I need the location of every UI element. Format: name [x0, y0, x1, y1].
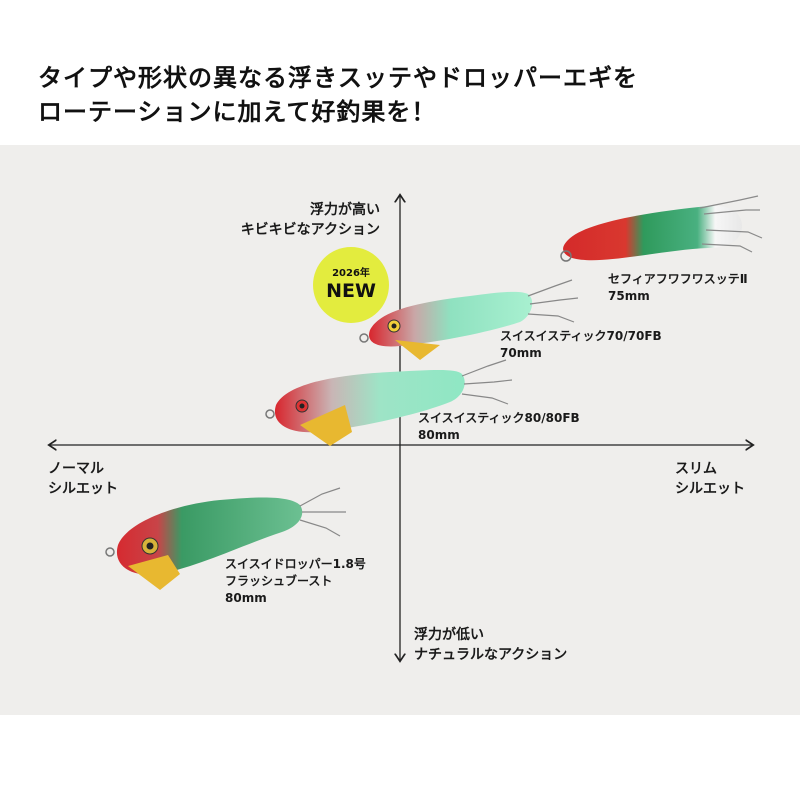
axis-top-line-2: キビキビなアクション [240, 222, 380, 238]
badge-year: 2026年 [332, 268, 370, 279]
new-badge: 2026年 NEW [313, 247, 389, 323]
product-name: セフィアフワフワスッテⅡ [608, 272, 748, 286]
lure-image-suisui-stick-80 [265, 359, 513, 446]
product-caption-suisui-dropper: スイスイドロッパー1.8号 フラッシュブースト 80mm [225, 556, 366, 607]
product-size: 80mm [418, 428, 460, 442]
product-name: スイスイスティック70/70FB [500, 329, 662, 343]
axis-left-line-1: ノーマル [48, 461, 104, 477]
product-size: 70mm [500, 346, 542, 360]
product-name: スイスイスティック80/80FB [418, 411, 580, 425]
product-caption-suisui-stick-70: スイスイスティック70/70FB 70mm [500, 328, 662, 362]
product-caption-fuwafuwa-sutte: セフィアフワフワスッテⅡ 75mm [608, 271, 748, 305]
axis-bottom-line-2: ナチュラルなアクション [414, 647, 568, 663]
product-subname: フラッシュブースト [225, 574, 333, 588]
lure-image-suisui-dropper [105, 487, 346, 590]
headline: タイプや形状の異なる浮きスッテやドロッパーエギを ローテーションに加えて好釣果を… [0, 0, 800, 145]
axis-bottom-label: 浮力が低い ナチュラルなアクション [414, 625, 567, 665]
axis-left-label: ノーマル シルエット [48, 459, 118, 499]
axis-right-line-2: シルエット [675, 481, 745, 497]
product-size: 75mm [608, 289, 650, 303]
product-caption-suisui-stick-80: スイスイスティック80/80FB 80mm [418, 410, 580, 444]
axis-left-line-2: シルエット [48, 481, 118, 497]
product-name: スイスイドロッパー1.8号 [225, 557, 366, 571]
lure-image-suisui-stick-70 [359, 279, 579, 360]
axis-right-line-1: スリム [675, 461, 717, 477]
axis-bottom-line-1: 浮力が低い [414, 627, 484, 643]
badge-label: NEW [326, 280, 376, 302]
headline-line-2: ローテーションに加えて好釣果を！ [38, 98, 437, 126]
axis-right-label: スリム シルエット [675, 459, 745, 499]
axis-top-label: 浮力が高い キビキビなアクション [241, 200, 380, 240]
axis-top-line-1: 浮力が高い [310, 202, 380, 218]
product-size: 80mm [225, 591, 267, 605]
lure-image-fuwafuwa-sutte [560, 195, 763, 262]
footer-space [0, 715, 800, 800]
headline-line-1: タイプや形状の異なる浮きスッテやドロッパーエギを [38, 64, 638, 92]
